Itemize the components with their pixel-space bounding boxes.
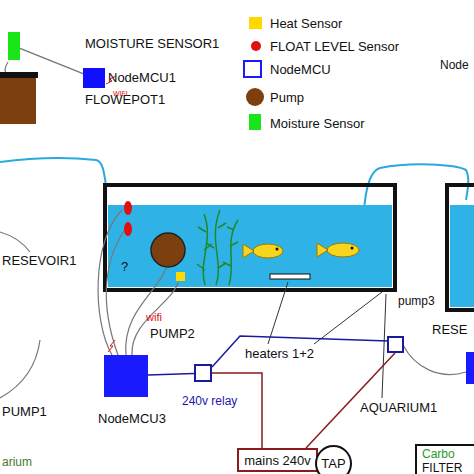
part-label: pump3 bbox=[398, 294, 435, 308]
part-label: arium bbox=[2, 455, 32, 469]
connector-wire bbox=[148, 373, 194, 375]
node-label: Carbo bbox=[417, 447, 474, 461]
node-label: MOISTURE SENSOR1 bbox=[85, 36, 219, 51]
relay-symbol bbox=[388, 337, 403, 352]
node-label: NodeMCU3 bbox=[98, 411, 166, 426]
connector-wire bbox=[20, 48, 83, 73]
plant bbox=[197, 210, 238, 285]
sensor-wire bbox=[106, 231, 124, 355]
aquarium-tank bbox=[108, 205, 392, 287]
connector-wire bbox=[212, 373, 262, 448]
sensor-wire bbox=[98, 210, 122, 355]
part-label: heaters 1+2 bbox=[245, 346, 314, 361]
plant bbox=[197, 227, 212, 270]
pump-symbol bbox=[151, 233, 185, 267]
part-label: PUMP1 bbox=[2, 404, 47, 419]
aquarium-tank bbox=[105, 185, 395, 290]
flowerpot: FLOWEPOT1 bbox=[0, 78, 36, 124]
wifi-zigzag bbox=[106, 76, 116, 352]
leader-line bbox=[382, 294, 386, 398]
sensor-wire bbox=[0, 232, 30, 252]
part-label: PUMP2 bbox=[150, 326, 195, 341]
fish bbox=[317, 243, 328, 257]
right-tank bbox=[447, 185, 474, 310]
moisture-sensor: MOISTURE SENSOR1 bbox=[8, 32, 20, 60]
sensor-wire bbox=[0, 62, 466, 398]
part-label: RESE bbox=[432, 322, 467, 337]
node-label: mains 240v bbox=[244, 453, 310, 468]
nodemcu-box: NodeMCU3 bbox=[104, 355, 148, 397]
part-label: Node bbox=[440, 58, 469, 72]
sensor-wire bbox=[126, 268, 166, 355]
sensor-wire bbox=[403, 345, 466, 374]
aquarium-tank bbox=[105, 185, 395, 290]
right-tank bbox=[447, 185, 474, 310]
node-label: FILTER bbox=[417, 461, 474, 474]
float-sensor bbox=[124, 201, 132, 215]
part-label: AQUARIUM1 bbox=[360, 400, 437, 415]
heater bbox=[270, 274, 310, 279]
legend-text: Pump bbox=[270, 90, 304, 105]
legend-text: FLOAT LEVEL Sensor bbox=[270, 39, 399, 54]
plant bbox=[215, 210, 220, 285]
tap-circle: TAP bbox=[315, 445, 352, 474]
legend-swatch bbox=[243, 60, 262, 78]
leader-line bbox=[314, 292, 382, 344]
node-label: TAP bbox=[321, 456, 345, 471]
sensor-wire bbox=[0, 340, 40, 398]
nodemcu-symbol bbox=[466, 352, 474, 384]
part-label: WIFI bbox=[113, 89, 128, 98]
float-sensor bbox=[124, 201, 132, 236]
legend-text: Moisture Sensor bbox=[270, 116, 365, 131]
fish bbox=[327, 243, 359, 257]
filter-box: CarboFILTER bbox=[415, 444, 474, 474]
heat-sensor bbox=[176, 272, 185, 281]
heater bbox=[270, 274, 310, 279]
nodemcu-symbol bbox=[466, 352, 474, 384]
legend-text: Heat Sensor bbox=[270, 16, 342, 31]
sensor-wire bbox=[132, 283, 178, 355]
wifi-zigzag bbox=[108, 340, 115, 352]
relay-wire bbox=[212, 336, 388, 367]
relay-box: 240v relay bbox=[194, 364, 212, 382]
pump-symbol bbox=[151, 233, 185, 267]
relay-symbol bbox=[388, 337, 403, 352]
fish bbox=[253, 244, 283, 258]
fish bbox=[243, 244, 254, 258]
plant bbox=[223, 227, 238, 266]
heat-sensor bbox=[176, 272, 185, 281]
node-label: NodeMCU1 bbox=[108, 70, 176, 85]
mains-box: mains 240v bbox=[237, 448, 318, 472]
legend-swatch bbox=[251, 41, 261, 51]
legend-text: NodeMCU bbox=[270, 62, 331, 77]
leader-line bbox=[268, 282, 288, 344]
part-label: wifi bbox=[146, 311, 162, 324]
part-label: ? bbox=[121, 259, 128, 274]
plant bbox=[206, 223, 226, 268]
fish bbox=[276, 248, 279, 251]
water-pipe bbox=[0, 158, 106, 186]
relay-wire bbox=[212, 336, 388, 367]
legend-swatch bbox=[246, 88, 264, 106]
fish bbox=[243, 243, 359, 258]
node-label: 240v relay bbox=[182, 394, 237, 409]
float-sensor bbox=[124, 222, 132, 236]
legend-swatch bbox=[249, 17, 262, 29]
nodemcu-box: NodeMCU1 bbox=[83, 68, 105, 88]
legend-swatch bbox=[249, 114, 261, 130]
fish bbox=[351, 247, 354, 250]
right-tank bbox=[450, 205, 474, 307]
part-label: RESEVOIR1 bbox=[2, 253, 76, 268]
